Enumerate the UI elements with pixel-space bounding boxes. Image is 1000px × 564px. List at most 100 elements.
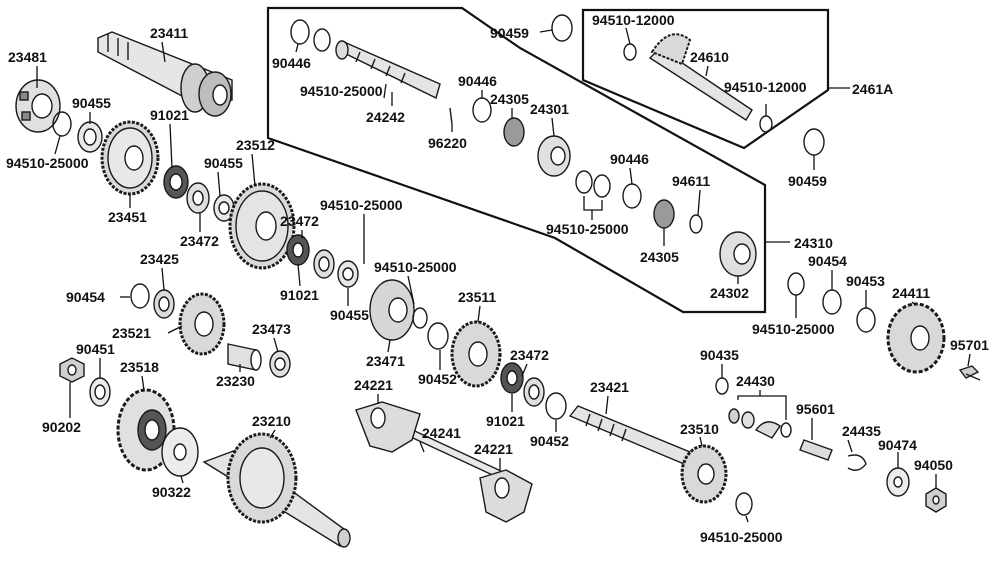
part-label-90202: 90202	[42, 419, 81, 435]
part-label-23521: 23521	[112, 325, 151, 341]
spring-24435-part	[847, 454, 867, 471]
part-label-91021: 91021	[280, 287, 319, 303]
bushing-part	[523, 377, 545, 407]
part-label-24301: 24301	[530, 101, 569, 117]
part-label-90454: 90454	[66, 289, 105, 305]
leader-lines	[36, 27, 971, 523]
part-label-23425: 23425	[140, 251, 179, 267]
washer-90454-part	[822, 289, 842, 315]
kick-shaft-24242-part	[335, 40, 441, 99]
bushing-part	[313, 249, 335, 279]
needle-bearing-part	[500, 362, 524, 394]
part-label-90455: 90455	[72, 95, 111, 111]
part-label-90455: 90455	[330, 307, 369, 323]
washer-90451-part	[89, 377, 111, 407]
part-label-23518: 23518	[120, 359, 159, 375]
washer-90454-part	[130, 283, 150, 309]
gear-23451-part	[100, 120, 160, 196]
part-label-90459: 90459	[788, 173, 827, 189]
part-label-94050: 94050	[914, 457, 953, 473]
part-label-90452: 90452	[530, 433, 569, 449]
part-label-90459: 90459	[490, 25, 529, 41]
part-label-24221: 24221	[474, 441, 513, 457]
part-label-24302: 24302	[710, 285, 749, 301]
part-label-91021: 91021	[150, 107, 189, 123]
part-label-2461A: 2461A	[852, 81, 893, 97]
part-label-95601: 95601	[796, 401, 835, 417]
part-label-23210: 23210	[252, 413, 291, 429]
bushing-23473-part	[269, 350, 291, 378]
gear-23471-part	[369, 279, 415, 341]
kick-starter-group-frame	[266, 6, 767, 314]
washer-90452-part	[427, 322, 449, 350]
ratchet-24301-part	[537, 135, 571, 177]
gear-23511-part	[450, 320, 502, 388]
bushing-part	[186, 182, 210, 214]
part-label-23473: 23473	[252, 321, 291, 337]
part-label-24305: 24305	[490, 91, 529, 107]
kick-shaft-group-frame	[581, 8, 830, 150]
part-label-90435: 90435	[700, 347, 739, 363]
bolt-95701-part	[958, 365, 981, 381]
part-label-23472: 23472	[180, 233, 219, 249]
gear-23510-part	[680, 444, 728, 504]
part-label-90455: 90455	[204, 155, 243, 171]
circlip-part	[735, 492, 753, 516]
part-label-91021: 91021	[486, 413, 525, 429]
washer-90459-part	[803, 128, 825, 156]
part-label-23471: 23471	[366, 353, 405, 369]
kick-shaft-24610-part	[648, 33, 753, 121]
bushing-23425-part	[153, 289, 175, 319]
part-label-24310: 24310	[794, 235, 833, 251]
part-label-24241: 24241	[422, 425, 461, 441]
gear-23518-part	[116, 388, 176, 472]
spring-24305-part	[653, 199, 675, 229]
part-label-90474: 90474	[878, 437, 917, 453]
nut-94050-part	[925, 487, 947, 513]
circlip-part	[575, 170, 611, 198]
washer-90322-part	[161, 427, 199, 477]
part-label-23230: 23230	[216, 373, 255, 389]
part-label-94510-25000: 94510-25000	[374, 259, 457, 275]
washer-90435-part	[715, 377, 729, 395]
pin-96220-part	[449, 107, 453, 125]
part-label-24430: 24430	[736, 373, 775, 389]
part-label-94510-25000: 94510-25000	[546, 221, 629, 237]
part-label-24411: 24411	[892, 285, 930, 301]
part-label-94510-12000: 94510-12000	[592, 12, 675, 28]
shift-fork-part	[479, 469, 533, 523]
part-label-23512: 23512	[236, 137, 275, 153]
washer-90446-part	[472, 97, 492, 123]
part-label-94510-12000: 94510-12000	[724, 79, 807, 95]
part-label-94611: 94611	[672, 173, 710, 189]
part-number-labels: 23411 23481 90455 91021 94510-25000 2345…	[6, 12, 989, 545]
part-label-23511: 23511	[458, 289, 496, 305]
circlip-part	[313, 28, 331, 52]
washer-90474-part	[886, 467, 910, 497]
part-label-24435: 24435	[842, 423, 881, 439]
gear-23521-part	[178, 292, 226, 356]
part-label-23451: 23451	[108, 209, 147, 225]
washer-90455-part	[337, 260, 359, 288]
part-label-94510-25000: 94510-25000	[300, 83, 383, 99]
circlip-part	[759, 115, 773, 133]
part-label-90452: 90452	[418, 371, 457, 387]
part-label-24242: 24242	[366, 109, 405, 125]
part-label-94510-25000: 94510-25000	[320, 197, 403, 213]
circlip-part	[52, 111, 72, 137]
collar-23230-part	[227, 343, 262, 371]
pawl-24430-part	[728, 408, 792, 439]
part-label-23472: 23472	[510, 347, 549, 363]
circlip-part	[623, 43, 637, 61]
part-label-23472: 23472	[280, 213, 319, 229]
part-label-23510: 23510	[680, 421, 719, 437]
flange-part	[15, 79, 61, 133]
part-label-24610: 24610	[690, 49, 729, 65]
shift-fork-part	[355, 401, 421, 453]
washer-90453-part	[856, 307, 876, 333]
part-label-90451: 90451	[76, 341, 115, 357]
washer-90459-part	[551, 14, 573, 42]
gear-23512-part	[228, 182, 296, 270]
circlip-part	[412, 307, 428, 329]
part-label-23481: 23481	[8, 49, 47, 65]
